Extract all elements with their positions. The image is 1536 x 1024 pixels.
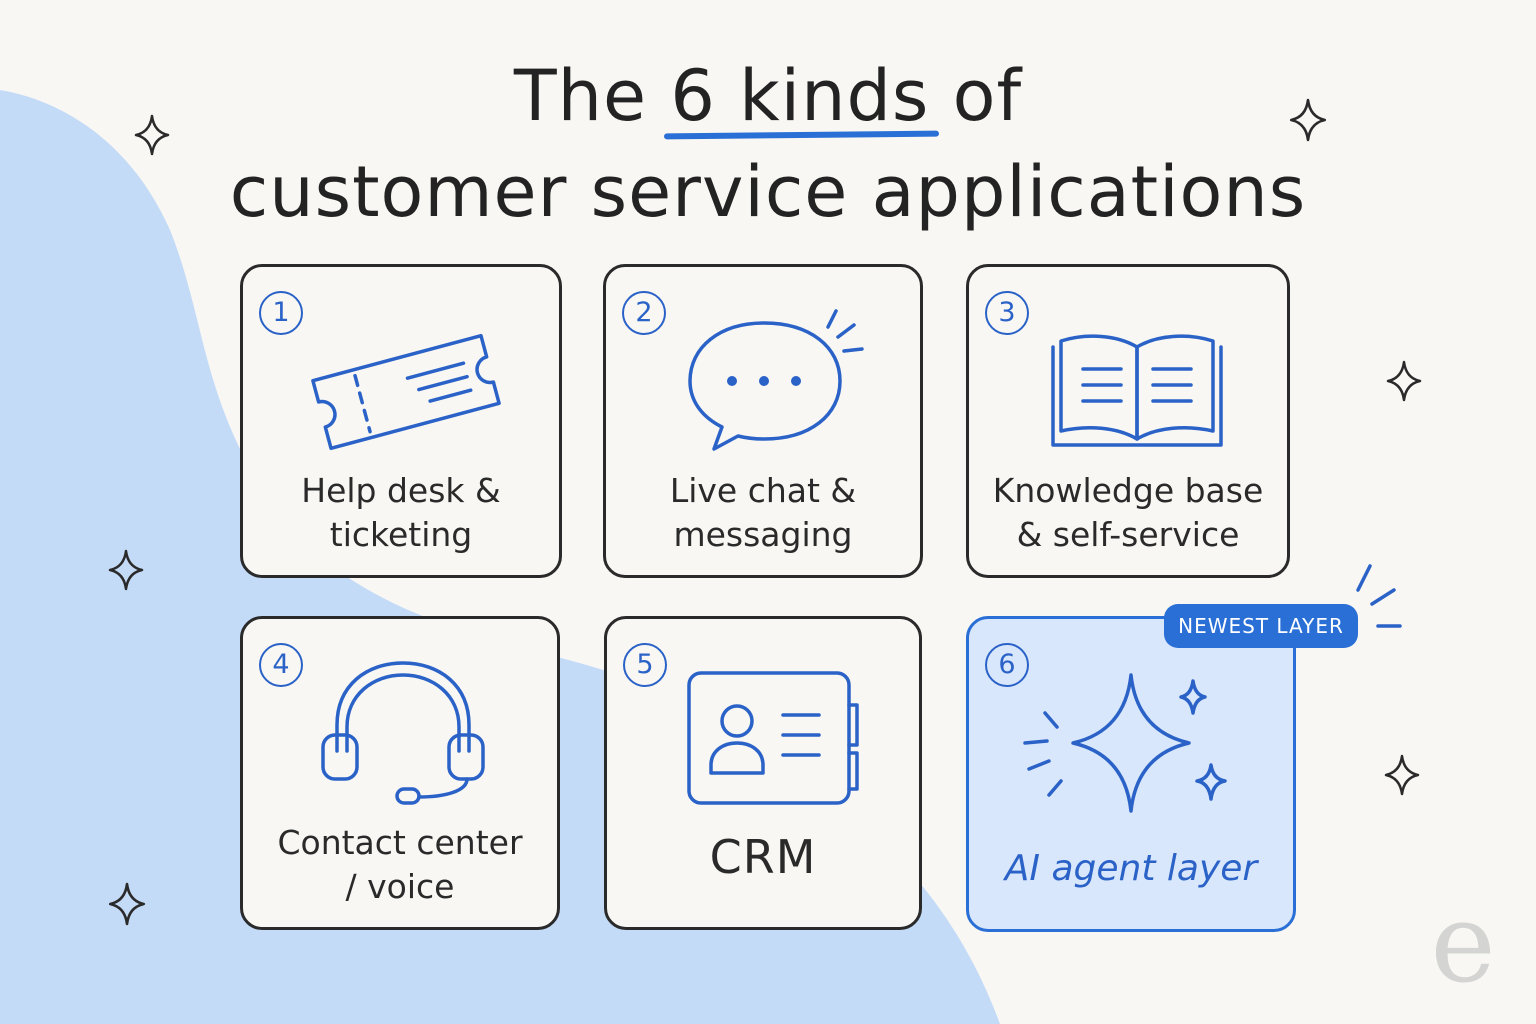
page-title: The 6 kinds of customer service applicat…: [0, 48, 1536, 240]
brand-logo: e: [1430, 879, 1496, 1007]
card-label: Contact center / voice: [253, 821, 547, 909]
card-help-desk: 1 Help desk & ticketing: [240, 264, 562, 578]
card-number-badge: 6: [985, 643, 1029, 687]
card-label: CRM: [617, 830, 909, 884]
sparkle-star-icon: [1384, 754, 1420, 796]
card-label-line-2: ticketing: [329, 515, 473, 554]
badge-rays-icon: [1356, 564, 1402, 628]
sparkle-star-icon: [1289, 98, 1327, 142]
title-line-1: The 6 kinds of: [0, 48, 1536, 144]
newest-layer-badge: NEWEST LAYER: [1164, 604, 1358, 648]
card-label: AI agent layer: [979, 847, 1283, 891]
card-label-line-1: AI agent layer: [1004, 848, 1258, 889]
contact-card-icon: [687, 671, 859, 805]
card-number-badge: 5: [623, 643, 667, 687]
card-label: Live chat & messaging: [616, 469, 910, 557]
card-label-line-1: Knowledge base: [992, 471, 1264, 510]
card-label-line-1: Contact center: [277, 823, 523, 862]
sparkle-star-icon: [108, 549, 144, 591]
card-label-line-1: Help desk &: [301, 471, 501, 510]
title-highlight: 6 kinds: [670, 48, 929, 144]
open-book-icon: [1051, 334, 1223, 447]
card-number-badge: 3: [985, 291, 1029, 335]
card-number-badge: 4: [259, 643, 303, 687]
card-label-line-1: Live chat &: [669, 471, 857, 510]
card-knowledge-base: 3 Knowledge base & self-service: [966, 264, 1290, 578]
card-label-line-1: CRM: [709, 830, 817, 884]
card-crm: 5 CRM: [604, 616, 922, 930]
title-line-2: customer service applications: [229, 151, 1307, 233]
card-number-badge: 1: [259, 291, 303, 335]
sparkle-star-icon: [134, 114, 170, 156]
card-live-chat: 2 Live chat & messaging: [603, 264, 923, 578]
chat-bubble-icon: [688, 309, 864, 451]
sparkle-star-icon: [108, 882, 146, 926]
card-number-badge: 2: [622, 291, 666, 335]
title-prefix: The: [513, 55, 671, 137]
card-label-line-2: / voice: [345, 867, 455, 906]
ticket-icon: [311, 333, 501, 451]
sparkle-star-icon: [1386, 360, 1422, 402]
card-label-line-2: messaging: [673, 515, 853, 554]
title-suffix: of: [929, 55, 1023, 137]
card-label-line-2: & self-service: [1016, 515, 1240, 554]
card-label: Knowledge base & self-service: [979, 469, 1277, 557]
card-contact-center: 4 Contact center / voice: [240, 616, 560, 930]
headset-icon: [321, 661, 485, 805]
sparkle-icon: [1023, 673, 1227, 813]
card-label: Help desk & ticketing: [253, 469, 549, 557]
card-ai-agent-layer: 6 AI agent layer: [966, 616, 1296, 932]
